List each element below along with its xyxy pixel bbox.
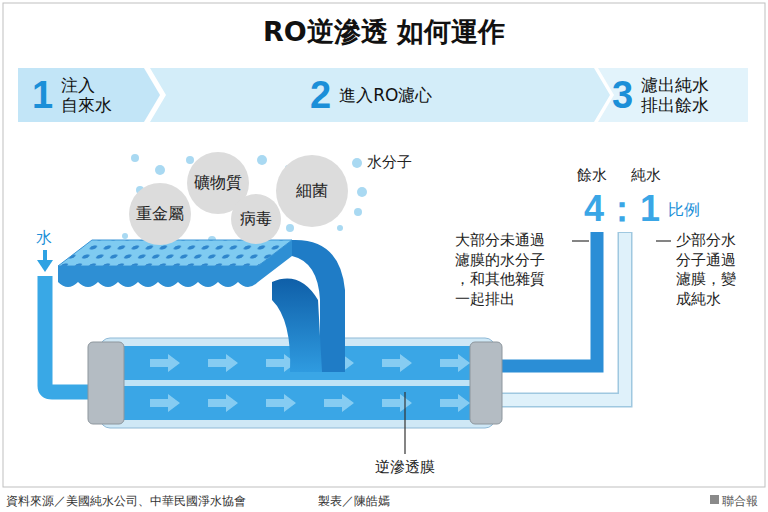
step-chevron: 2 進入RO濾心 — [150, 68, 610, 122]
author-note: 製表／陳皓嫣 — [318, 494, 390, 510]
source-note: 資料來源／美國純水公司、中華民國淨水協會 — [6, 494, 246, 510]
step-number: 1 — [32, 76, 53, 114]
chevron-fill — [18, 68, 160, 122]
leader-line — [404, 392, 405, 454]
impurity-label: 細菌 — [296, 181, 328, 202]
step-number: 2 — [310, 76, 331, 114]
impurity-circle: 細菌 — [276, 155, 348, 227]
flow-arrow — [382, 354, 412, 372]
step-chevron: 3濾出純水 排出餘水 — [598, 68, 748, 122]
flow-arrow — [266, 394, 296, 412]
flow-arrow — [324, 394, 354, 412]
molecule-label: 水分子 — [367, 153, 412, 173]
step-text: 進入RO濾心 — [339, 85, 475, 105]
impurity-circle: 病毒 — [231, 194, 281, 244]
flow-arrow — [382, 394, 412, 412]
leader-line — [572, 240, 589, 241]
flow-arrow — [208, 354, 238, 372]
callout-text: 大部分未通過 濾膜的水分子 ，和其他雜質 一起排出 — [455, 231, 550, 309]
callout-text: 少部分水 分子通過 濾膜，變 成純水 — [676, 231, 741, 309]
impurity-label: 礦物質 — [194, 173, 242, 194]
inlet-arrowhead — [37, 260, 53, 272]
impurity-label: 重金屬 — [136, 204, 184, 225]
ro-membrane-line — [118, 380, 478, 386]
flow-arrow — [150, 354, 180, 372]
chevron-fill — [598, 68, 748, 122]
flow-arrow — [440, 394, 470, 412]
step-number: 3 — [612, 76, 633, 114]
inlet-label: 水 — [36, 228, 52, 249]
impurity-label: 病毒 — [240, 209, 272, 230]
right-cap — [470, 342, 502, 424]
title: RO逆滲透 如何運作 — [0, 14, 768, 50]
frame — [3, 3, 765, 487]
pure-label: 純水 — [631, 166, 661, 186]
part-label: 逆滲透膜 — [375, 458, 435, 478]
publisher-mark: 聯合報 — [722, 494, 758, 510]
logo-square — [710, 495, 719, 504]
step-text: 濾出純水 排出餘水 — [641, 75, 714, 116]
step-text: 注入 自來水 — [61, 75, 117, 116]
ratio-number: 4：1 — [584, 186, 660, 233]
waste-label: 餘水 — [577, 166, 607, 186]
leader-line — [656, 240, 671, 241]
ratio-label: 比例 — [668, 200, 700, 221]
left-cap — [88, 342, 124, 424]
flow-arrow — [208, 394, 238, 412]
membrane-edge — [58, 240, 292, 287]
flow-arrow — [440, 354, 470, 372]
flow-arrow — [150, 394, 180, 412]
step-chevron: 1注入 自來水 — [18, 68, 160, 122]
chevron-fill — [150, 68, 610, 122]
impurity-circle: 重金屬 — [129, 183, 191, 245]
water-stream — [272, 279, 322, 372]
